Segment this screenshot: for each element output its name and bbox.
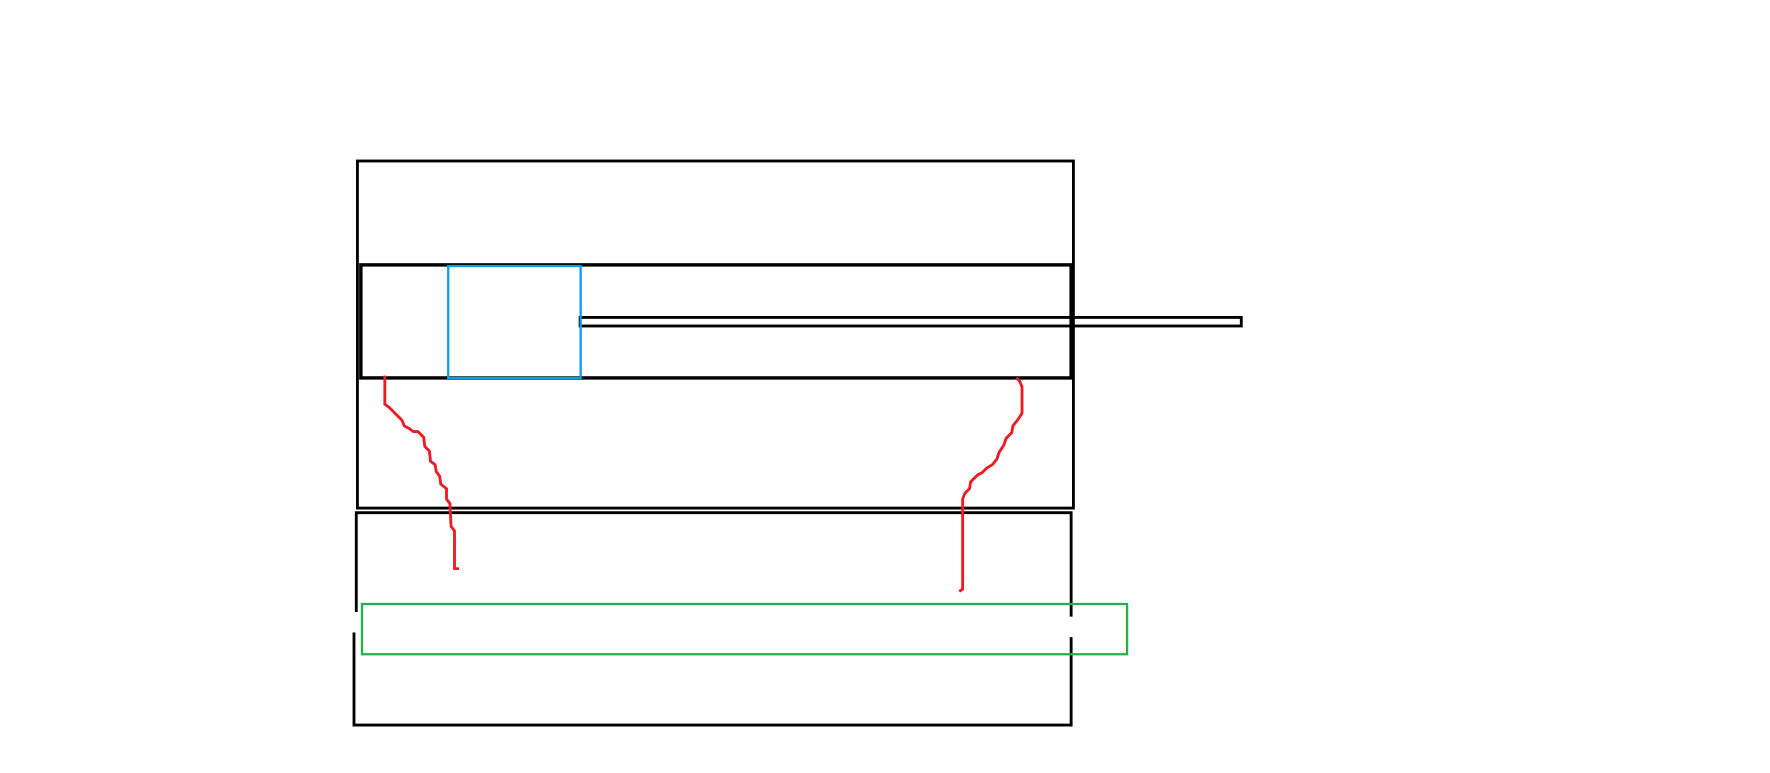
left-red-connector xyxy=(383,375,460,571)
green-band-rectangle xyxy=(360,602,1129,656)
lower-rectangle xyxy=(352,511,1073,727)
middle-band-rectangle xyxy=(359,263,1073,380)
upper-outer-rectangle xyxy=(355,159,1075,510)
right-red-connector xyxy=(958,376,1024,593)
thin-horizontal-bar xyxy=(578,315,1243,328)
blue-square xyxy=(447,264,582,380)
